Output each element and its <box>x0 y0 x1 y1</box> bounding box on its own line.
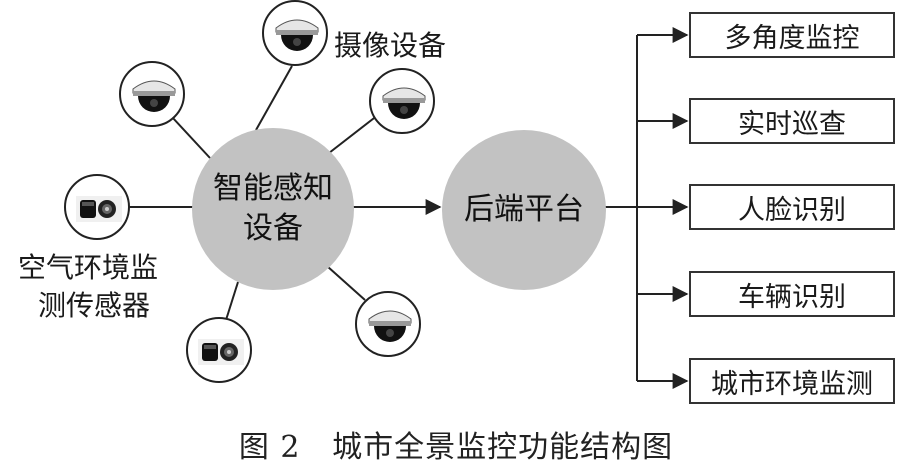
dome-camera-icon <box>368 310 412 342</box>
sensor-module-icon <box>198 339 244 365</box>
output-realtime-patrol: 实时巡查 <box>689 98 895 144</box>
output-face-recognition: 人脸识别 <box>689 184 895 230</box>
sensor-module-icon <box>76 196 122 222</box>
platform-label: 后端平台 <box>464 192 584 227</box>
hub-label-line2: 设备 <box>243 211 303 246</box>
camera-device-lower-right <box>355 291 421 357</box>
output-vehicle-recognition: 车辆识别 <box>689 271 895 317</box>
camera-device-top <box>262 0 328 66</box>
smart-sensing-hub: 智能感知 设备 <box>192 128 354 290</box>
backend-platform-hub: 后端平台 <box>442 130 606 290</box>
dome-camera-icon <box>132 80 176 112</box>
camera-device-upper-right <box>369 68 435 134</box>
dome-camera-icon <box>382 87 426 119</box>
spoke-upper-left <box>171 116 211 159</box>
camera-device-label: 摄像设备 <box>334 29 447 62</box>
dome-camera-icon <box>275 19 319 51</box>
sensor-device-bottom <box>186 317 252 383</box>
output-multi-angle-monitoring: 多角度监控 <box>689 12 895 58</box>
spoke-top <box>255 65 293 131</box>
air-sensor-label-line2: 测传感器 <box>38 289 151 322</box>
hub-label-line1: 智能感知 <box>213 171 333 206</box>
figure-caption: 图 2 城市全景监控功能结构图 <box>238 430 674 465</box>
spoke-lower-left <box>225 281 239 321</box>
output-urban-environment-monitoring: 城市环境监测 <box>689 358 895 404</box>
air-sensor-label-line1: 空气环境监 <box>18 251 159 284</box>
sensor-device-left <box>64 174 130 240</box>
camera-device-upper-left <box>119 61 185 127</box>
